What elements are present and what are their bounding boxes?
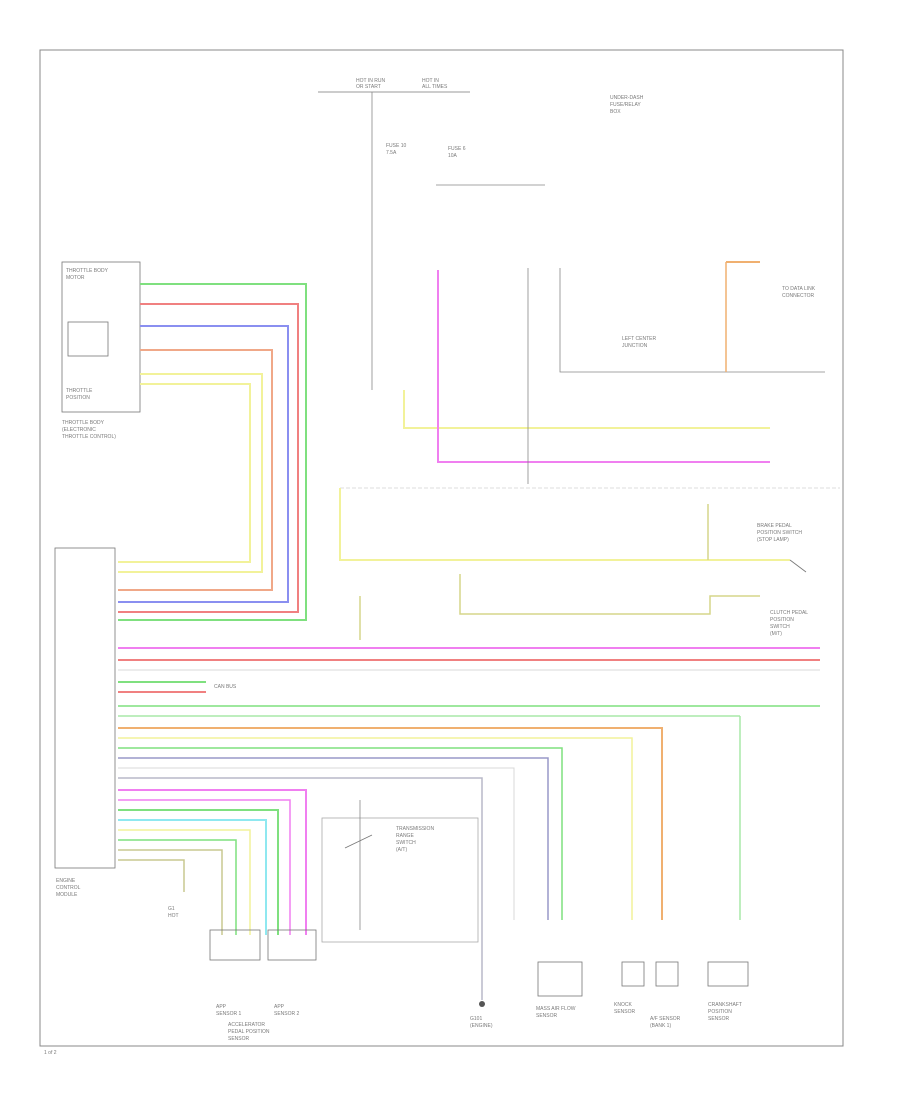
can-label: CAN BUS <box>214 684 237 690</box>
wire-junction <box>559 268 825 373</box>
fuse-10-amp: 7.5A <box>386 150 397 156</box>
throttle-caption-3: THROTTLE CONTROL) <box>62 434 116 440</box>
maf-label: MASS AIR FLOW <box>536 1006 576 1012</box>
box-label-3: BOX <box>610 109 621 115</box>
fuse-label-hot: HOT IN <box>422 78 439 84</box>
tps-label-2: POSITION <box>66 395 90 401</box>
wire-green-app-2 <box>118 839 237 935</box>
box-label-1: UNDER-DASH <box>610 95 644 101</box>
app-sensor-1 <box>209 929 261 961</box>
wire-yellow-stop <box>339 488 790 561</box>
trs-label-4: (A/T) <box>396 847 407 853</box>
wire-yellow-app <box>118 829 251 935</box>
gnd-left-label-2: HOT <box>168 913 179 919</box>
af-label: A/F SENSOR <box>650 1016 681 1022</box>
ground-symbol <box>479 1001 485 1007</box>
wire-magenta-app <box>118 789 307 935</box>
box-label-2: FUSE/RELAY <box>610 102 641 108</box>
app-1-label-2: SENSOR 1 <box>216 1011 242 1017</box>
app-sensor-2 <box>267 929 317 961</box>
wire-white-maf <box>118 767 515 920</box>
wire-bluegray-maf <box>118 757 549 920</box>
ckp-label: CRANKSHAFT <box>708 1002 742 1008</box>
brake-switch-contact <box>789 559 807 573</box>
app-caption: ACCELERATOR <box>228 1022 265 1028</box>
trs-label-2: RANGE <box>396 833 414 839</box>
wire-yellow-knock <box>118 737 633 920</box>
wire-yellow-2 <box>118 383 251 563</box>
throttle-motor <box>67 321 109 357</box>
fuse-label-run-sub: OR START <box>356 84 381 90</box>
clutch-label: CLUTCH PEDAL <box>770 610 808 616</box>
junction-label-2: JUNCTION <box>622 343 648 349</box>
wire-olive-gnd <box>118 859 185 892</box>
throttle-caption-2: (ELECTRONIC <box>62 427 96 433</box>
ecm-label-3: MODULE <box>56 892 78 898</box>
wire-orange-ckp <box>118 727 663 920</box>
wire-green-app <box>118 809 279 935</box>
ckp-label-3: SENSOR <box>708 1016 730 1022</box>
data-link-label-2: CONNECTOR <box>782 293 815 299</box>
clutch-label-4: (M/T) <box>770 631 782 637</box>
maf-sensor <box>537 961 583 997</box>
trs-outline <box>321 817 479 943</box>
tps-label: THROTTLE <box>66 388 93 394</box>
brake-switch-label-3: (STOP LAMP) <box>757 537 789 543</box>
ground-label-2: (ENGINE) <box>470 1023 493 1029</box>
app-caption-2: PEDAL POSITION <box>228 1029 270 1035</box>
ecm-label: ENGINE <box>56 878 76 884</box>
wire-yellow-brake <box>403 390 770 429</box>
fuse-10-label: FUSE 10 <box>386 143 407 149</box>
wire-magenta-clutch <box>437 270 770 463</box>
trs-label-3: SWITCH <box>396 840 416 846</box>
knock-label-2: SENSOR <box>614 1009 636 1015</box>
diagram-border <box>39 49 844 1047</box>
brake-switch-label-2: POSITION SWITCH <box>757 530 802 536</box>
throttle-caption: THROTTLE BODY <box>62 420 105 426</box>
app-1-label: APP <box>216 1004 227 1010</box>
page-footer: 1 of 2 <box>44 1050 57 1056</box>
ecm-label-2: CONTROL <box>56 885 81 891</box>
wire-blue-1 <box>118 325 289 603</box>
wire-magenta-app-2 <box>118 799 291 935</box>
ecm-block <box>54 547 116 869</box>
ckp-sensor <box>707 961 749 987</box>
brake-switch-label: BRAKE PEDAL <box>757 523 792 529</box>
wire-khaki-clutch <box>459 574 760 615</box>
app-2-label: APP <box>274 1004 285 1010</box>
wire-green-1 <box>118 283 307 621</box>
wire-green-maf <box>118 747 563 920</box>
wire-olive-app <box>118 849 223 935</box>
wire-gray-ground <box>118 777 483 1000</box>
wire-red-1 <box>118 303 299 613</box>
ckp-label-2: POSITION <box>708 1009 732 1015</box>
clutch-label-2: POSITION <box>770 617 794 623</box>
app-2-label-2: SENSOR 2 <box>274 1011 300 1017</box>
wire-yellow-1 <box>118 373 263 573</box>
af-sensor <box>655 961 679 987</box>
trs-contact <box>344 834 373 849</box>
knock-label: KNOCK <box>614 1002 632 1008</box>
throttle-motor-label: THROTTLE BODY <box>66 268 109 274</box>
app-caption-3: SENSOR <box>228 1036 250 1042</box>
fuse-6-amp: 10A <box>448 153 458 159</box>
wire-salmon-1 <box>118 349 273 591</box>
maf-label-2: SENSOR <box>536 1013 558 1019</box>
knock-sensor <box>621 961 645 987</box>
wire-cyan-app <box>118 819 267 935</box>
gnd-left-label: G1 <box>168 906 175 912</box>
clutch-label-3: SWITCH <box>770 624 790 630</box>
data-link-label: TO DATA LINK <box>782 286 816 292</box>
fuse-6-label: FUSE 6 <box>448 146 466 152</box>
af-label-2: (BANK 1) <box>650 1023 671 1029</box>
throttle-motor-label-2: MOTOR <box>66 275 85 281</box>
fuse-label-hot-sub: ALL TIMES <box>422 84 448 90</box>
junction-label: LEFT CENTER <box>622 336 656 342</box>
throttle-body-block <box>61 261 141 413</box>
ground-label: G101 <box>470 1016 482 1022</box>
fuse-label-run: HOT IN RUN <box>356 78 385 84</box>
trs-label: TRANSMISSION <box>396 826 434 832</box>
